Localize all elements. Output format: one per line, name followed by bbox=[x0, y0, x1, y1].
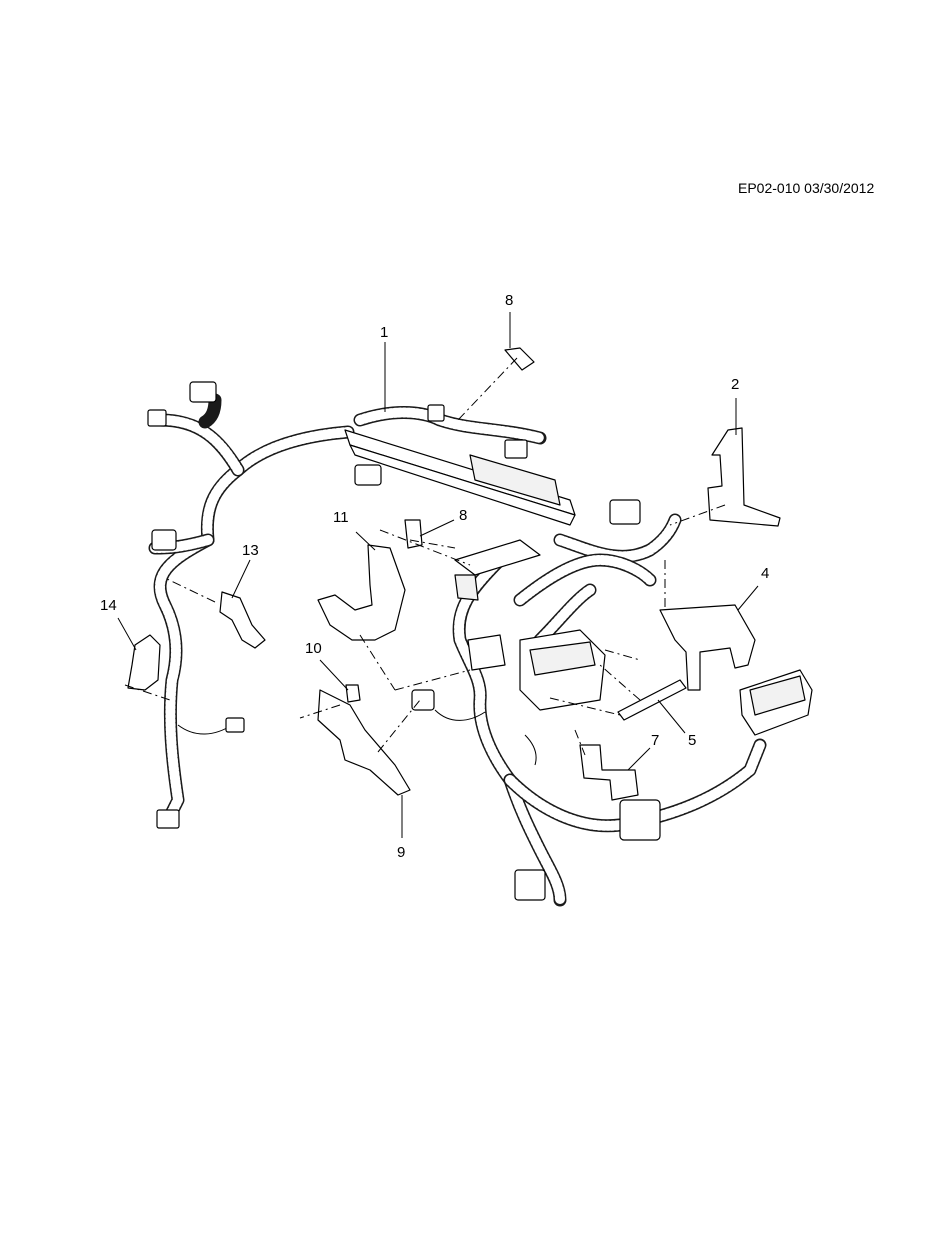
connector-icon bbox=[354, 464, 382, 486]
bracket-8-mid bbox=[404, 519, 423, 549]
bracket-5 bbox=[617, 679, 687, 721]
bracket-11 bbox=[317, 544, 406, 641]
callout-13: 13 bbox=[242, 542, 259, 559]
connector-icon bbox=[147, 409, 167, 427]
assembly-lines bbox=[124, 357, 726, 756]
bracket-2 bbox=[707, 427, 781, 527]
bracket-7 bbox=[579, 744, 639, 801]
connector-icon bbox=[189, 381, 217, 403]
callout-4: 4 bbox=[761, 565, 769, 582]
connector-icon bbox=[514, 869, 546, 901]
connector-icon bbox=[609, 499, 641, 525]
connector-icon bbox=[156, 809, 180, 829]
fuse-block-rail bbox=[344, 429, 576, 526]
callout-2: 2 bbox=[731, 376, 739, 393]
connector-icon bbox=[504, 439, 528, 459]
callout-8-mid: 8 bbox=[459, 507, 467, 524]
callout-7: 7 bbox=[651, 732, 659, 749]
leader-lines bbox=[117, 312, 759, 838]
connector-icon bbox=[411, 689, 435, 711]
connector-icon bbox=[151, 529, 177, 551]
callout-8-top: 8 bbox=[505, 292, 513, 309]
diagram-reference-code: EP02-010 03/30/2012 bbox=[738, 180, 875, 196]
callout-11: 11 bbox=[333, 509, 349, 526]
bracket-9 bbox=[317, 689, 411, 796]
callout-10: 10 bbox=[305, 640, 322, 657]
connector-icon bbox=[619, 799, 661, 841]
callout-1: 1 bbox=[380, 324, 388, 341]
brackets bbox=[127, 347, 781, 801]
callout-5: 5 bbox=[688, 732, 696, 749]
connector-icon bbox=[427, 404, 445, 422]
central-connector-cluster bbox=[454, 539, 606, 711]
bolt-10 bbox=[345, 684, 361, 703]
bracket-4 bbox=[659, 604, 756, 691]
callout-14: 14 bbox=[100, 597, 117, 614]
bracket-14 bbox=[127, 634, 161, 691]
connectors bbox=[147, 381, 813, 901]
connector-icon bbox=[225, 717, 245, 733]
callout-labels: 1 2 4 5 7 8 8 9 10 11 13 14 bbox=[100, 292, 769, 861]
bracket-8-top bbox=[504, 347, 535, 371]
bracket-13 bbox=[219, 591, 266, 649]
callout-9: 9 bbox=[397, 844, 405, 861]
